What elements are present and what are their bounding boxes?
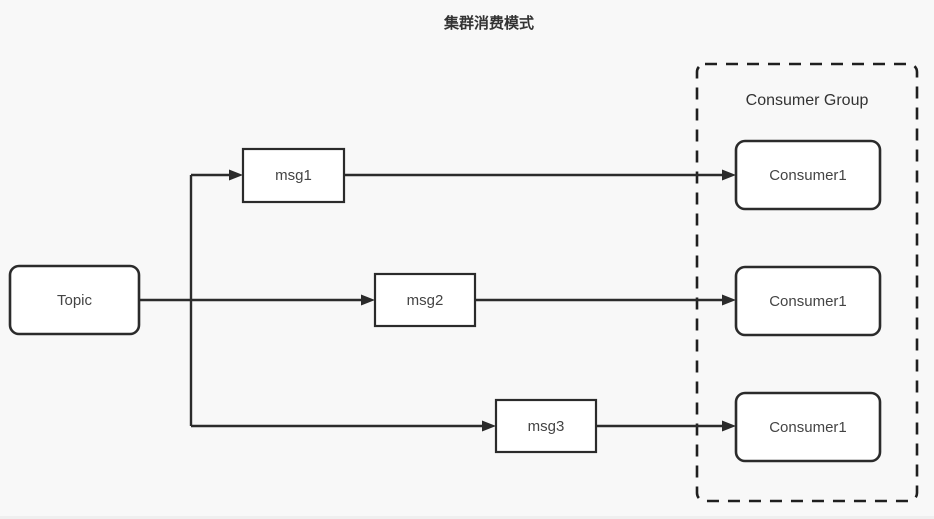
msg3-box[interactable] — [494, 398, 598, 454]
node-consumer-3[interactable]: Consumer1 — [734, 391, 882, 463]
msg1-box[interactable] — [241, 147, 346, 204]
node-msg1[interactable]: msg1 — [241, 147, 346, 204]
arrowhead-to-msg2 — [361, 294, 375, 306]
arrowhead-to-msg3 — [482, 420, 496, 432]
arrowhead-to-consumer3 — [722, 420, 736, 432]
consumer-group-label: Consumer Group — [746, 92, 869, 109]
consumer-1-label: Consumer1 — [769, 167, 847, 184]
arrowhead-to-consumer2 — [722, 294, 736, 306]
msg2-label: msg2 — [407, 292, 444, 309]
consumer-1-box[interactable] — [734, 139, 882, 211]
consumer-2-label: Consumer1 — [769, 293, 847, 310]
msg3-label: msg3 — [528, 418, 565, 435]
consumer-2-box[interactable] — [734, 265, 882, 337]
msg2-box[interactable] — [373, 272, 477, 328]
node-msg2[interactable]: msg2 — [373, 272, 477, 328]
consumer-group-container — [695, 62, 919, 503]
consumer-3-box[interactable] — [734, 391, 882, 463]
consumer-3-label: Consumer1 — [769, 419, 847, 436]
topic-label: Topic — [57, 292, 93, 309]
canvas-bottom-edge — [0, 516, 934, 519]
msg1-label: msg1 — [275, 167, 312, 184]
arrowhead-to-msg1 — [229, 169, 243, 181]
node-topic[interactable]: Topic — [8, 264, 141, 336]
arrowhead-to-consumer1 — [722, 169, 736, 181]
node-consumer-2[interactable]: Consumer1 — [734, 265, 882, 337]
node-msg3[interactable]: msg3 — [494, 398, 598, 454]
node-consumer-1[interactable]: Consumer1 — [734, 139, 882, 211]
page-title: 集群消费模式 — [443, 14, 534, 32]
topic-box[interactable] — [8, 264, 141, 336]
